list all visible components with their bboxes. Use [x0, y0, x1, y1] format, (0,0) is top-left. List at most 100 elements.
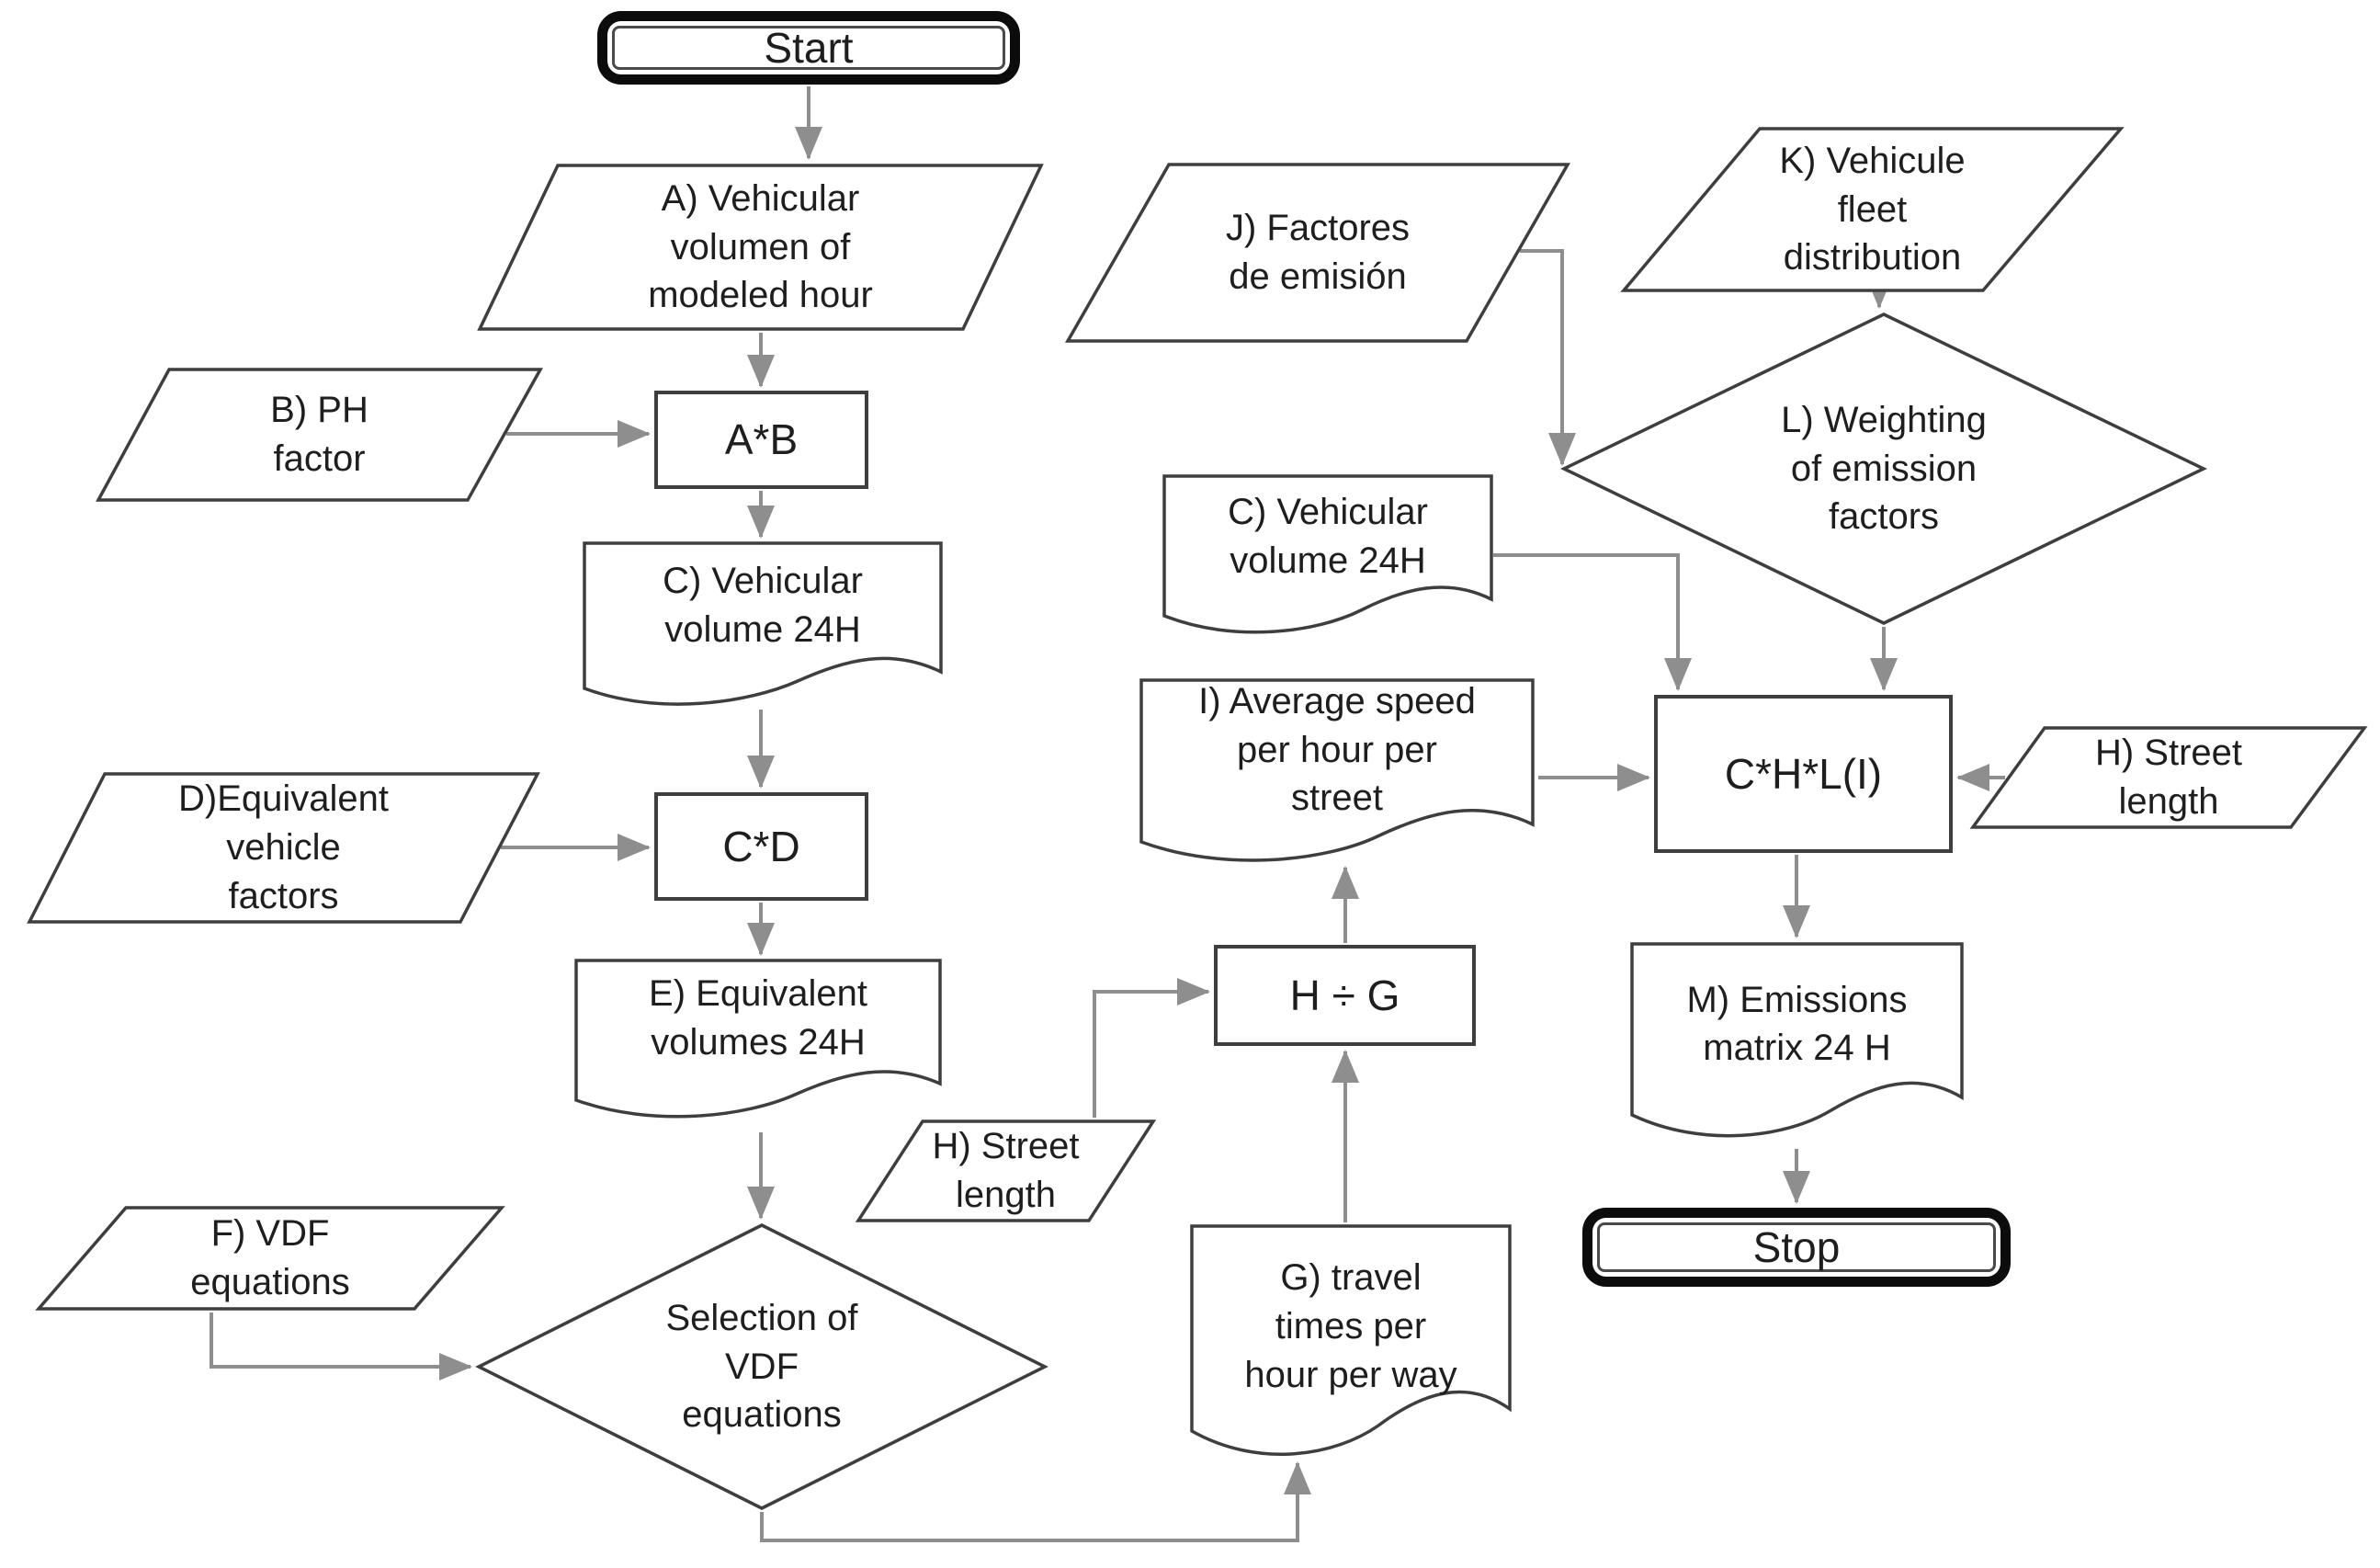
node-cd-text: C*D — [722, 822, 800, 870]
node-k-label: K) Vehicule fleet distribution — [1622, 127, 2123, 292]
node-l-line-1: L) Weighting — [1781, 399, 1987, 440]
node-k: K) Vehicule fleet distribution — [1620, 127, 2125, 292]
node-c2-line-2: volume 24H — [1230, 540, 1426, 581]
node-stop-text: Stop — [1752, 1222, 1841, 1271]
node-a-line-2: volumen of — [670, 226, 851, 267]
node-h-street-right-parallelogram-shape — [1969, 726, 2368, 829]
node-stop: Stop — [1582, 1208, 2011, 1287]
node-j-parallelogram-shape — [1064, 163, 1571, 343]
node-b: B) PH factor — [96, 368, 543, 502]
node-h-street-right: H) Street length — [1969, 726, 2368, 829]
node-a-line-3: modeled hour — [648, 275, 873, 316]
node-e-line-1: E) Equivalent — [649, 973, 867, 1015]
node-d-label: D)Equivalent vehicle factors — [28, 772, 539, 924]
node-hg-label: H ÷ G — [1218, 949, 1472, 1042]
node-l-label: L) Weighting of emission factors — [1562, 312, 2205, 625]
node-ab-label: A*B — [658, 394, 865, 485]
node-f-label: F) VDF equations — [37, 1206, 504, 1311]
arrow-hstreetmid-to-hg — [1093, 978, 1210, 1118]
node-d-line-2: vehicle — [226, 827, 341, 869]
node-d-line-1: D)Equivalent — [177, 778, 389, 820]
node-f-line-2: equations — [190, 1262, 350, 1302]
node-g-document-shape — [1190, 1224, 1512, 1456]
node-selection-line-1: Selection of — [665, 1297, 858, 1338]
node-chl-text: C*H*L(I) — [1724, 749, 1883, 798]
node-c-document-shape — [583, 541, 943, 706]
node-k-line-2: fleet — [1837, 188, 1908, 230]
node-i: I) Average speed per hour per street — [1139, 678, 1535, 873]
node-d-parallelogram-shape — [27, 772, 540, 924]
node-h-street-mid-parallelogram-shape — [855, 1119, 1157, 1222]
node-j-line-2: de emisión — [1229, 256, 1407, 297]
node-selection-line-3: equations — [682, 1394, 842, 1436]
node-m: M) Emissions matrix 24 H — [1630, 942, 1964, 1150]
node-b-line-2: factor — [273, 438, 366, 479]
node-g: G) travel times per hour per way — [1190, 1224, 1512, 1471]
node-start-inner-border — [612, 26, 1005, 70]
node-chl-label: C*H*L(I) — [1658, 699, 1949, 849]
node-c2: C) Vehicular volume 24H — [1162, 474, 1493, 642]
node-i-document-shape — [1139, 678, 1535, 862]
node-m-label: M) Emissions matrix 24 H — [1630, 942, 1964, 1150]
node-selection-diamond-shape — [475, 1223, 1048, 1510]
arrow-j-to-l — [1520, 249, 1576, 466]
node-k-line-3: distribution — [1783, 237, 1962, 278]
node-m-line-1: M) Emissions — [1686, 979, 1908, 1020]
node-g-line-3: hour per way — [1244, 1354, 1457, 1395]
node-c-line-2: volume 24H — [664, 608, 861, 650]
node-i-line-1: I) Average speed — [1198, 680, 1476, 722]
node-chl: C*H*L(I) — [1654, 695, 1953, 853]
node-c2-document-shape — [1162, 474, 1493, 634]
node-h-street-right-label: H) Street length — [1971, 726, 2366, 829]
node-selection-line-2: VDF — [725, 1346, 799, 1387]
arrow-selection-to-g — [760, 1461, 1311, 1542]
node-c-line-1: C) Vehicular — [663, 560, 863, 601]
node-l-line-3: factors — [1828, 496, 1940, 538]
node-f: F) VDF equations — [35, 1206, 505, 1311]
node-h-street-mid: H) Street length — [855, 1119, 1157, 1222]
node-b-parallelogram-shape — [96, 368, 543, 502]
node-k-line-1: K) Vehicule — [1779, 140, 1966, 181]
node-i-label: I) Average speed per hour per street — [1139, 678, 1535, 873]
node-j: J) Factores de emisión — [1064, 163, 1571, 343]
arrow-f-to-selection — [210, 1312, 472, 1381]
node-g-label: G) travel times per hour per way — [1190, 1224, 1512, 1471]
node-selection: Selection of VDF equations — [475, 1223, 1048, 1510]
node-l: L) Weighting of emission factors — [1559, 312, 2208, 625]
node-ab: A*B — [654, 391, 868, 489]
node-g-line-1: G) travel — [1280, 1257, 1422, 1299]
node-l-line-2: of emission — [1790, 448, 1978, 489]
node-g-line-2: times per — [1275, 1305, 1427, 1346]
node-stop-inner-border — [1597, 1222, 1996, 1272]
node-ab-text: A*B — [724, 415, 799, 464]
node-e-document-shape — [574, 959, 942, 1119]
node-hg-text: H ÷ G — [1289, 971, 1400, 1019]
node-hg: H ÷ G — [1214, 945, 1476, 1046]
node-c2-label: C) Vehicular volume 24H — [1162, 474, 1493, 642]
node-b-line-1: B) PH — [270, 390, 368, 431]
node-m-document-shape — [1630, 942, 1964, 1138]
node-a: A) Vehicular volumen of modeled hour — [477, 164, 1044, 331]
arrow-c2-to-chl — [1493, 553, 1692, 691]
node-i-line-2: per hour per — [1237, 729, 1437, 770]
node-stop-label: Stop — [1592, 1218, 2000, 1277]
node-d-line-3: factors — [228, 875, 339, 916]
node-h-street-mid-line-1: H) Street — [932, 1126, 1080, 1167]
node-k-parallelogram-shape — [1620, 127, 2125, 292]
node-h-street-right-line-2: length — [2118, 781, 2219, 822]
node-start-text: Start — [764, 23, 854, 72]
node-d: D)Equivalent vehicle factors — [27, 772, 540, 924]
node-e-line-2: volumes 24H — [651, 1022, 866, 1062]
node-m-line-2: matrix 24 H — [1703, 1028, 1891, 1069]
node-b-label: B) PH factor — [96, 368, 542, 502]
node-selection-label: Selection of VDF equations — [477, 1223, 1047, 1510]
node-cd: C*D — [654, 792, 868, 901]
node-f-line-1: F) VDF — [210, 1213, 330, 1255]
node-j-label: J) Factores de emisión — [1066, 163, 1570, 343]
node-h-street-mid-line-2: length — [956, 1175, 1056, 1215]
node-c2-line-1: C) Vehicular — [1228, 491, 1428, 532]
node-cd-label: C*D — [658, 796, 865, 897]
node-l-diamond-shape — [1559, 312, 2208, 625]
